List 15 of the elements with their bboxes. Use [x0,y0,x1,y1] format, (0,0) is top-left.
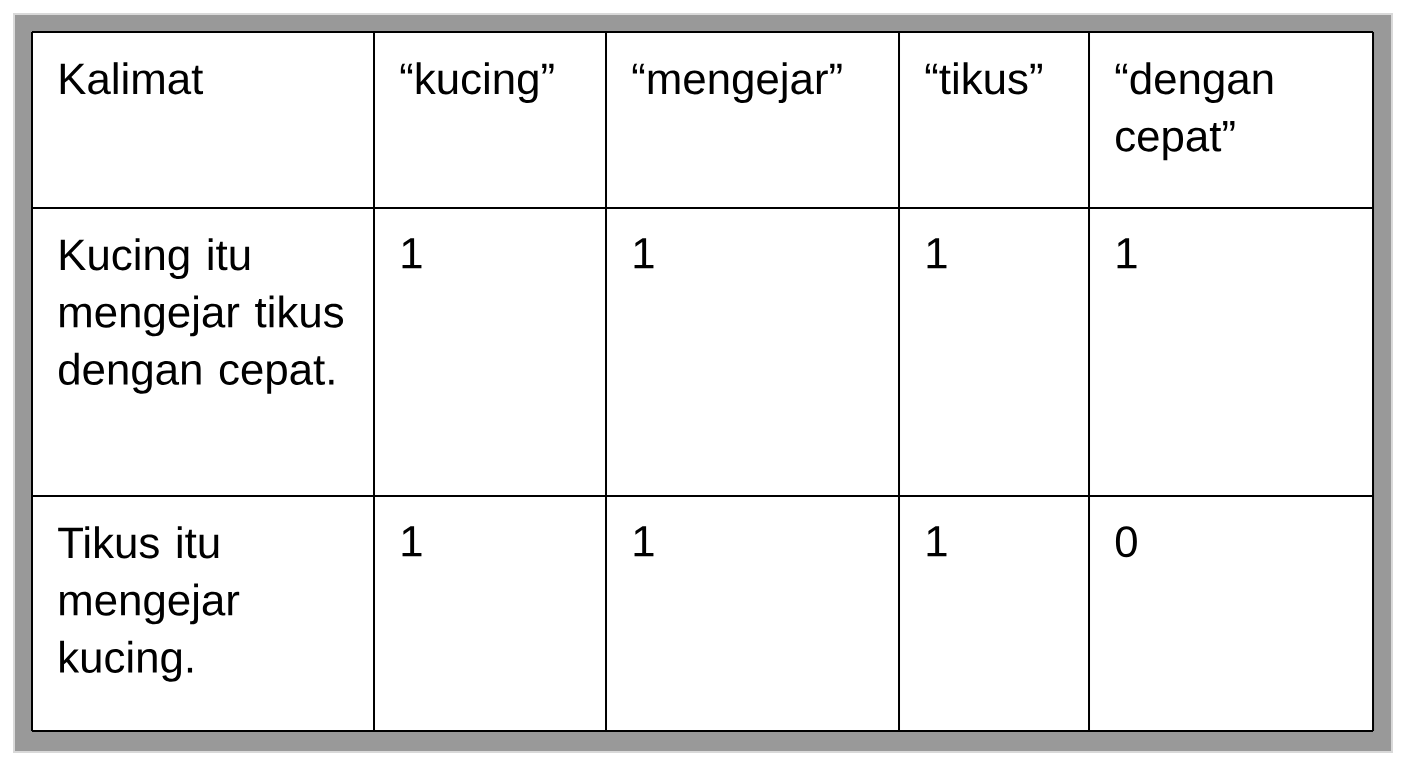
row-header: Tikus itu mengejar kucing. [58,526,240,682]
cell-value: 1 [634,526,654,557]
cell-value: 1 [927,526,947,557]
column-header: “tikus” [925,62,1042,95]
cell-value: 1 [634,238,654,269]
column-header: “dengan cepat” [1115,62,1273,161]
cell-value: 1 [1117,238,1137,269]
cell-value: 0 [1115,526,1137,558]
cell-value: 1 [402,526,422,557]
column-header: Kalimat [60,62,203,95]
column-header: “mengejar” [632,62,842,104]
row-header: Kucing itu mengejar tikus dengan cepat. [59,238,344,394]
cell-value: 1 [927,238,947,269]
column-header: “kucing” [400,62,554,104]
cell-value: 1 [402,238,422,269]
